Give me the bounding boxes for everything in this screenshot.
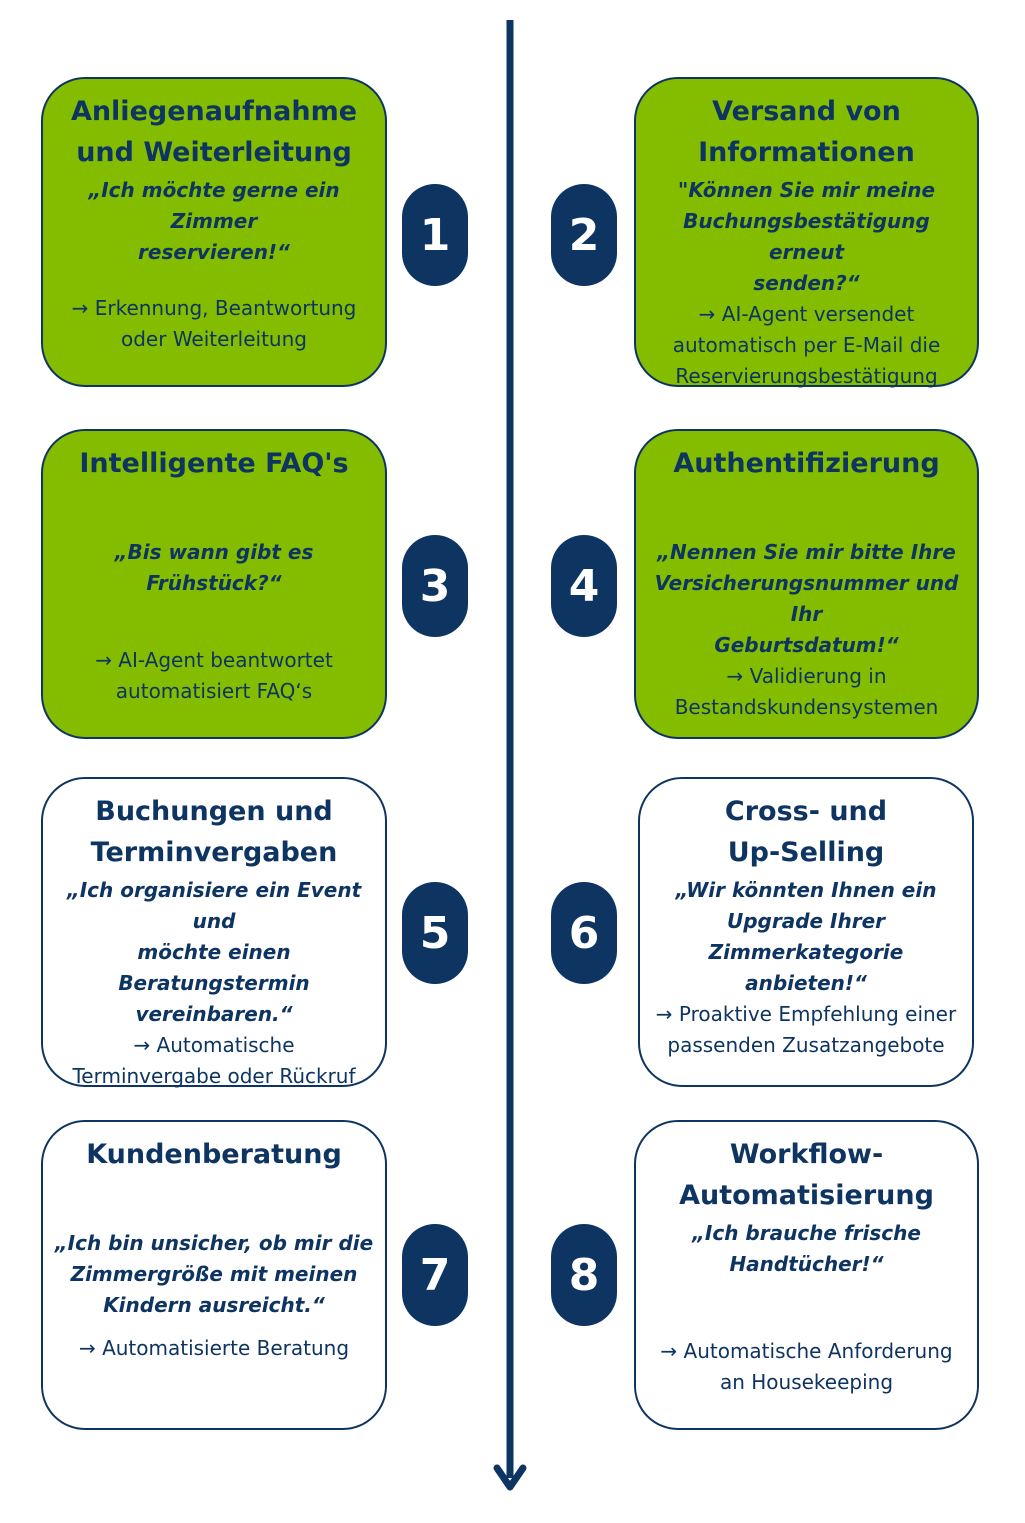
- step-quote-8: „Ich brauche frische Handtücher!“: [692, 1221, 921, 1276]
- step-result-1: → Erkennung, Beantwortung oder Weiterlei…: [71, 296, 357, 351]
- step-title-4: Authentifizierung: [673, 448, 940, 479]
- step-result-4: → Validierung in Bestandskundensystemen: [674, 664, 939, 719]
- step-title-3: Intelligente FAQ's: [79, 448, 349, 479]
- step-result-8: → Automatische Anforderung an Housekeepi…: [660, 1339, 953, 1394]
- step-result-3: → AI-Agent beantwortet automatisiert FAQ…: [95, 648, 333, 703]
- step-title-6: Cross- und Up-Selling: [724, 796, 888, 868]
- step-card-1: Anliegenaufnahme und Weiterleitung „Ich …: [41, 77, 387, 387]
- step-card-4: Authentifizierung „Nennen Sie mir bitte …: [634, 429, 979, 739]
- step-quote-6: „Wir könnten Ihnen ein Upgrade Ihrer Zim…: [675, 878, 937, 995]
- step-card-3: Intelligente FAQ's „Bis wann gibt es Frü…: [41, 429, 387, 739]
- step-quote-5: „Ich organisiere ein Event und möchte ei…: [66, 878, 362, 1026]
- step-number-badge-8: 8: [551, 1224, 617, 1326]
- step-title-8: Workflow- Automatisierung: [679, 1139, 934, 1211]
- step-result-6: → Proaktive Empfehlung einer passenden Z…: [655, 1002, 957, 1057]
- step-number-badge-2: 2: [551, 184, 617, 286]
- step-quote-4: „Nennen Sie mir bitte Ihre Versicherungs…: [654, 540, 959, 657]
- step-number-badge-7: 7: [402, 1224, 468, 1326]
- step-title-1: Anliegenaufnahme und Weiterleitung: [70, 96, 358, 168]
- step-result-7: → Automatisierte Beratung: [78, 1336, 350, 1360]
- step-card-6: Cross- und Up-Selling „Wir könnten Ihnen…: [638, 777, 974, 1087]
- step-quote-3: „Bis wann gibt es Frühstück?“: [114, 540, 314, 595]
- step-title-5: Buchungen und Terminvergaben: [90, 796, 338, 868]
- step-card-2: Versand von Informationen "Können Sie mi…: [634, 77, 979, 388]
- step-number-badge-4: 4: [551, 535, 617, 637]
- step-number-badge-3: 3: [402, 535, 468, 637]
- step-result-2: → AI-Agent versendet automatisch per E-M…: [672, 302, 941, 388]
- step-quote-1: „Ich möchte gerne ein Zimmer reservieren…: [88, 178, 340, 264]
- step-quote-2: "Können Sie mir meine Buchungsbestätigun…: [677, 178, 936, 295]
- step-title-2: Versand von Informationen: [698, 96, 915, 168]
- step-card-8: Workflow- Automatisierung „Ich brauche f…: [634, 1120, 979, 1430]
- step-result-5: → Automatische Terminvergabe oder Rückru…: [72, 1033, 356, 1088]
- step-number-badge-1: 1: [402, 184, 468, 286]
- step-card-5: Buchungen und Terminvergaben „Ich organi…: [41, 777, 387, 1088]
- step-title-7: Kundenberatung: [86, 1139, 342, 1170]
- step-card-7: Kundenberatung „Ich bin unsicher, ob mir…: [41, 1120, 387, 1430]
- timeline-arrowhead: [493, 1464, 527, 1491]
- step-quote-7: „Ich bin unsicher, ob mir die Zimmergröß…: [54, 1231, 374, 1317]
- step-number-badge-5: 5: [402, 882, 468, 984]
- step-number-badge-6: 6: [551, 882, 617, 984]
